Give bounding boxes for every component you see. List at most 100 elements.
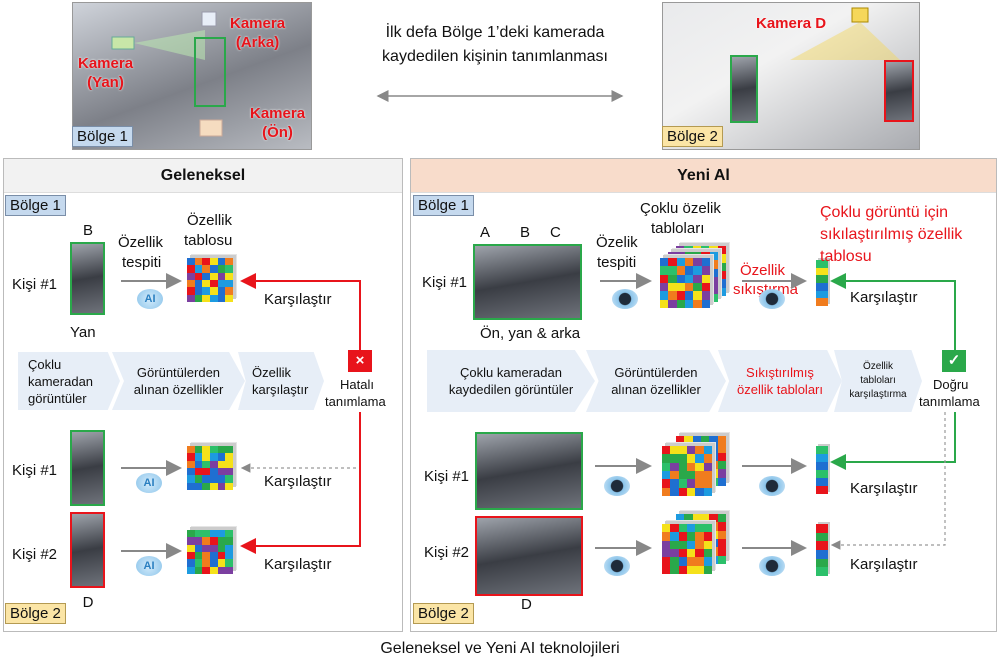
feature-cell bbox=[194, 552, 203, 560]
feature-cell bbox=[668, 282, 677, 292]
step-compressed-tables: Sıkıştırılmış özellik tabloları bbox=[718, 350, 842, 412]
feature-detect-line2: tespiti bbox=[122, 254, 162, 271]
feature-cell bbox=[194, 530, 203, 538]
feature-cell bbox=[217, 294, 226, 302]
camera-back-icon bbox=[201, 11, 217, 27]
person2-compressed-bar bbox=[816, 524, 828, 576]
feature-cell bbox=[703, 446, 712, 455]
feature-cell bbox=[194, 559, 203, 567]
result-line1: Hatalı bbox=[340, 377, 374, 392]
feature-cell bbox=[678, 557, 687, 566]
feature-cell bbox=[668, 266, 677, 275]
feature-cell bbox=[703, 454, 712, 463]
feature-cell bbox=[662, 532, 671, 541]
camera-d-icon bbox=[851, 7, 869, 23]
feature-cell bbox=[717, 452, 726, 461]
success-check-icon: ✓ bbox=[942, 350, 966, 372]
zone2-photo-tag: Bölge 2 bbox=[662, 126, 723, 147]
feature-cell bbox=[684, 252, 693, 261]
feature-cell bbox=[717, 477, 726, 486]
feature-cell bbox=[693, 299, 702, 308]
feature-cell bbox=[678, 446, 687, 455]
zone2-person-green-box bbox=[730, 55, 758, 123]
camera-side-icon bbox=[111, 36, 135, 50]
zone2-person1-multi-photo bbox=[475, 432, 583, 510]
feature-cell bbox=[202, 537, 210, 545]
new-ai-title: Yeni Al bbox=[411, 159, 996, 193]
feature-cell bbox=[816, 298, 828, 306]
feature-cell bbox=[187, 559, 195, 567]
feature-cell bbox=[209, 460, 218, 468]
camera-front-icon bbox=[199, 119, 223, 137]
feature-cell bbox=[686, 470, 696, 480]
feature-cell bbox=[693, 274, 702, 283]
feature-cell bbox=[700, 436, 710, 445]
feature-cell bbox=[717, 279, 726, 288]
feature-cell bbox=[670, 479, 679, 488]
feature-cell bbox=[703, 524, 712, 533]
feature-cell bbox=[187, 468, 195, 476]
feature-cell bbox=[717, 262, 726, 271]
feature-table-grid bbox=[187, 258, 233, 302]
ai-brain-icon bbox=[612, 289, 638, 309]
feature-cell bbox=[194, 265, 203, 273]
camera-back-label: Kamera (Arka) bbox=[230, 15, 286, 51]
feature-cell bbox=[217, 453, 226, 461]
feature-cell bbox=[225, 475, 233, 483]
description-line2: kaydedilen kişinin tanımlanması bbox=[382, 48, 608, 65]
feature-cell bbox=[668, 299, 677, 308]
feature-cell bbox=[209, 258, 218, 266]
feature-cell bbox=[816, 478, 828, 486]
feature-cell bbox=[187, 272, 195, 280]
feature-cell bbox=[217, 552, 226, 560]
feature-cell bbox=[662, 462, 671, 471]
zone2-camera-photo bbox=[662, 2, 920, 150]
feature-cell bbox=[676, 282, 685, 292]
feature-cell bbox=[217, 272, 226, 280]
feature-cell bbox=[668, 258, 677, 267]
ai-brain-icon: AI bbox=[137, 289, 163, 309]
feature-cell bbox=[686, 479, 696, 488]
feature-cell bbox=[678, 540, 687, 549]
feature-cell bbox=[187, 446, 195, 454]
feature-cell bbox=[194, 460, 203, 468]
zone2-person1-label: Kişi #1 bbox=[424, 468, 470, 485]
feature-cell bbox=[194, 544, 203, 552]
feature-cell bbox=[202, 272, 210, 280]
feature-cell bbox=[684, 282, 694, 292]
feature-cell bbox=[701, 299, 710, 308]
feature-cell bbox=[686, 462, 696, 471]
feature-cell bbox=[202, 482, 210, 490]
feature-cell bbox=[692, 514, 701, 523]
feature-cell bbox=[670, 470, 679, 480]
feature-cell bbox=[209, 566, 218, 574]
feature-cell bbox=[662, 479, 671, 488]
feature-cell bbox=[684, 299, 694, 308]
figure-caption: Geleneksel ve Yeni AI teknolojileri bbox=[380, 640, 620, 657]
feature-cell bbox=[709, 547, 718, 556]
feature-cell bbox=[202, 258, 210, 266]
feature-cell bbox=[700, 246, 710, 255]
feature-cell bbox=[187, 544, 195, 552]
result-line2: tanımlama bbox=[919, 394, 980, 409]
feature-cell bbox=[678, 470, 687, 480]
feature-cell bbox=[217, 566, 226, 574]
right-compare-dotted-arrow bbox=[830, 412, 946, 550]
person1-multi-grid-front bbox=[662, 446, 712, 496]
feature-cell bbox=[816, 275, 828, 283]
feature-cell bbox=[703, 565, 712, 574]
person1-compressed-bar bbox=[816, 446, 828, 494]
feature-cell bbox=[209, 552, 218, 560]
feature-cell bbox=[717, 469, 726, 478]
feature-cell bbox=[194, 272, 203, 280]
feature-cell bbox=[676, 252, 685, 261]
feature-cell bbox=[209, 453, 218, 461]
feature-cell bbox=[695, 532, 704, 541]
feature-cell bbox=[187, 280, 195, 288]
camera-view-cone bbox=[134, 30, 205, 60]
step-compare-tables: Özellik tabloları karşılaştırma bbox=[834, 350, 922, 412]
feature-cell bbox=[217, 544, 226, 552]
feature-cell bbox=[225, 287, 233, 295]
feature-cell bbox=[202, 559, 210, 567]
camera-d-label: Kamera D bbox=[756, 15, 827, 32]
